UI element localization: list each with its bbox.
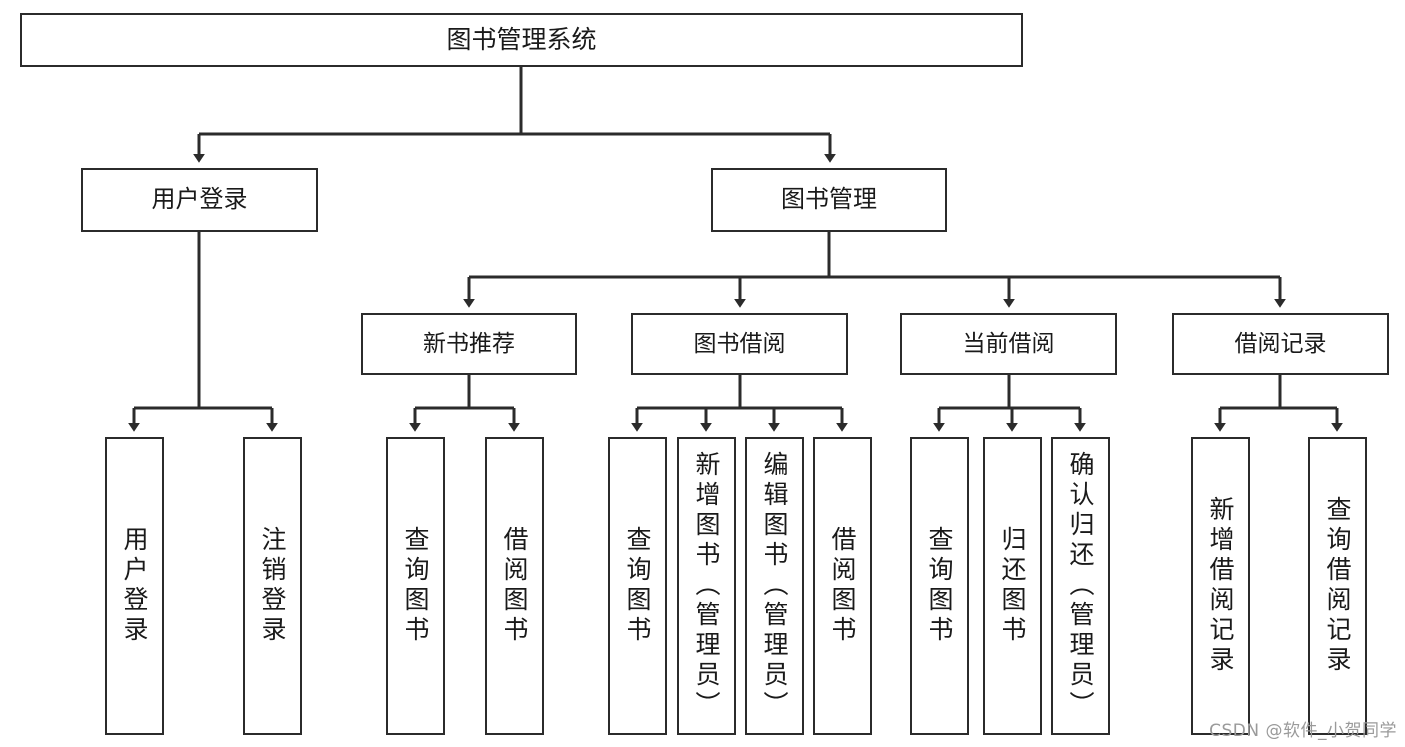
leaf-borrow-book-1-label: 借阅图书 xyxy=(500,526,529,646)
leaf-add-borrow-record-label: 新增借阅记录 xyxy=(1206,496,1235,676)
leaf-confirm-return-admin[interactable]: 确认归还（管理员） xyxy=(1051,437,1110,735)
leaf-logout-login[interactable]: 注销登录 xyxy=(243,437,302,735)
leaf-query-book-3[interactable]: 查询图书 xyxy=(910,437,969,735)
leaf-query-book-3-label: 查询图书 xyxy=(925,526,954,646)
node-book-borrow-label: 图书借阅 xyxy=(693,330,786,357)
leaf-confirm-return-admin-label: 确认归还（管理员） xyxy=(1066,451,1095,721)
leaf-query-book-2-label: 查询图书 xyxy=(623,526,652,646)
node-user-login-label: 用户登录 xyxy=(151,185,248,214)
node-root-label: 图书管理系统 xyxy=(446,24,597,54)
leaf-borrow-book-2[interactable]: 借阅图书 xyxy=(813,437,872,735)
leaf-edit-book-admin-label: 编辑图书（管理员） xyxy=(760,451,789,721)
node-book-management[interactable]: 图书管理 xyxy=(711,168,947,232)
node-borrow-record-label: 借阅记录 xyxy=(1234,330,1327,357)
node-new-book-recommend-label: 新书推荐 xyxy=(423,330,515,357)
node-root[interactable]: 图书管理系统 xyxy=(20,13,1023,67)
node-current-borrow-label: 当前借阅 xyxy=(962,330,1055,357)
leaf-query-book-1[interactable]: 查询图书 xyxy=(386,437,445,735)
leaf-return-book-label: 归还图书 xyxy=(998,526,1027,646)
node-book-borrow[interactable]: 图书借阅 xyxy=(631,313,848,375)
node-book-management-label: 图书管理 xyxy=(781,185,877,214)
leaf-add-book-admin[interactable]: 新增图书（管理员） xyxy=(677,437,736,735)
leaf-query-borrow-record[interactable]: 查询借阅记录 xyxy=(1308,437,1367,735)
leaf-query-book-2[interactable]: 查询图书 xyxy=(608,437,667,735)
node-new-book-recommend[interactable]: 新书推荐 xyxy=(361,313,577,375)
leaf-user-login[interactable]: 用户登录 xyxy=(105,437,164,735)
leaf-user-login-label: 用户登录 xyxy=(120,526,149,646)
leaf-borrow-book-1[interactable]: 借阅图书 xyxy=(485,437,544,735)
leaf-return-book[interactable]: 归还图书 xyxy=(983,437,1042,735)
leaf-borrow-book-2-label: 借阅图书 xyxy=(828,526,857,646)
leaf-add-borrow-record[interactable]: 新增借阅记录 xyxy=(1191,437,1250,735)
leaf-logout-login-label: 注销登录 xyxy=(258,526,287,646)
node-current-borrow[interactable]: 当前借阅 xyxy=(900,313,1117,375)
node-user-login[interactable]: 用户登录 xyxy=(81,168,318,232)
leaf-add-book-admin-label: 新增图书（管理员） xyxy=(692,451,721,721)
watermark: CSDN @软件_小贺同学 xyxy=(1209,721,1397,741)
leaf-query-book-1-label: 查询图书 xyxy=(401,526,430,646)
leaf-query-borrow-record-label: 查询借阅记录 xyxy=(1323,496,1352,676)
leaf-edit-book-admin[interactable]: 编辑图书（管理员） xyxy=(745,437,804,735)
node-borrow-record[interactable]: 借阅记录 xyxy=(1172,313,1389,375)
